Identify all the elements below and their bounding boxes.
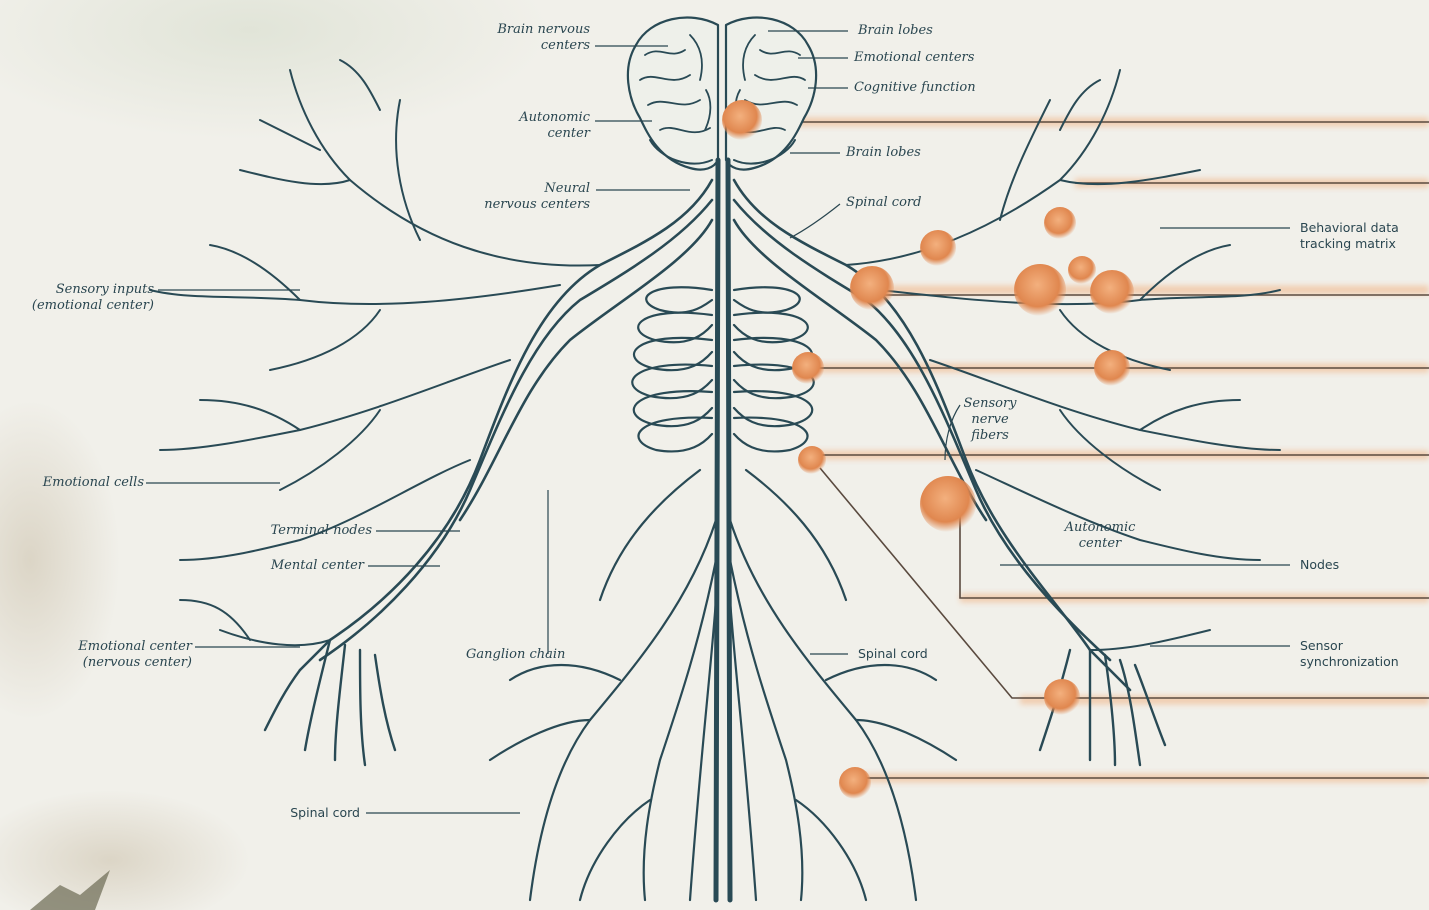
- label-spinal-cord-upper: Spinal cord: [846, 195, 996, 211]
- label-nodes: Nodes: [1300, 557, 1420, 573]
- label-mental-center: Mental center: [230, 558, 364, 574]
- label-neural-centers: Neural nervous centers: [440, 181, 590, 213]
- label-brain-nervous-centers: Brain nervous centers: [448, 22, 590, 54]
- label-emotional-cells: Emotional cells: [4, 475, 144, 491]
- label-brain-lobes-top: Brain lobes: [858, 23, 1038, 39]
- label-cognitive-function: Cognitive function: [854, 80, 1044, 96]
- label-sensor-synchronization: Sensor synchronization: [1300, 638, 1426, 670]
- label-sensory-inputs: Sensory inputs (emotional center): [4, 282, 154, 314]
- label-autonomic-center-left: Autonomic center: [430, 110, 590, 142]
- label-spinal-cord-lower: Spinal cord: [858, 646, 978, 662]
- label-ganglion-chain: Ganglion chain: [466, 647, 576, 663]
- label-sensory-fibers: Sensory nerve fibers: [950, 396, 1030, 444]
- label-spinal-cord-bottom: Spinal cord: [250, 805, 360, 821]
- label-behavioral-data: Behavioral data tracking matrix: [1300, 220, 1425, 252]
- label-autonomic-center-right: Autonomic center: [1040, 520, 1160, 552]
- label-terminal-nodes: Terminal nodes: [230, 523, 372, 539]
- label-emotional-center-left: Emotional center (nervous center): [20, 639, 192, 671]
- label-emotional-centers: Emotional centers: [854, 50, 1044, 66]
- label-brain-lobes: Brain lobes: [846, 145, 996, 161]
